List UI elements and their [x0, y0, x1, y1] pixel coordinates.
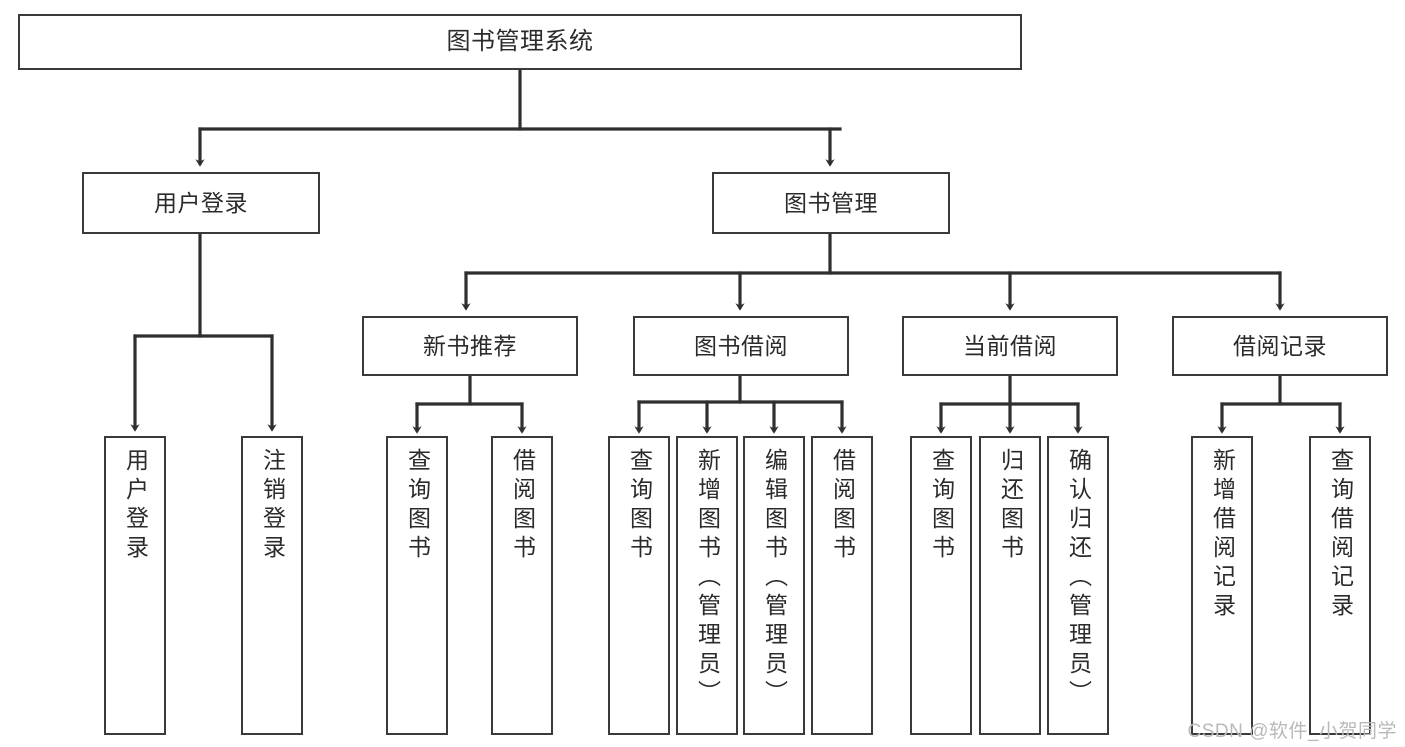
leaf-current-borrow-return-book[interactable]: 归还图书 — [979, 436, 1041, 735]
node-label: 编辑图书（管理员） — [761, 448, 788, 709]
node-label: 新增借阅记录 — [1209, 448, 1236, 622]
leaf-current-borrow-query-book[interactable]: 查询图书 — [910, 436, 972, 735]
leaf-user-login-login[interactable]: 用户登录 — [104, 436, 166, 735]
node-label: 图书借阅 — [694, 332, 788, 359]
node-book-management[interactable]: 图书管理 — [712, 172, 950, 234]
leaf-book-borrow-add-book-admin[interactable]: 新增图书（管理员） — [676, 436, 738, 735]
node-label: 借阅记录 — [1233, 332, 1327, 359]
node-label: 查询借阅记录 — [1327, 448, 1354, 622]
leaf-borrow-record-add-record[interactable]: 新增借阅记录 — [1191, 436, 1253, 735]
node-label: 借阅图书 — [829, 448, 856, 564]
leaf-borrow-record-query-record[interactable]: 查询借阅记录 — [1309, 436, 1371, 735]
leaf-user-login-logout[interactable]: 注销登录 — [241, 436, 303, 735]
node-label: 借阅图书 — [509, 448, 536, 564]
node-label: 图书管理 — [784, 189, 878, 216]
leaf-book-borrow-edit-book-admin[interactable]: 编辑图书（管理员） — [743, 436, 805, 735]
node-label: 查询图书 — [626, 448, 653, 564]
node-new-book-recommend[interactable]: 新书推荐 — [362, 316, 578, 376]
node-label: 确认归还（管理员） — [1065, 448, 1092, 709]
node-borrow-record[interactable]: 借阅记录 — [1172, 316, 1388, 376]
node-label: 新增图书（管理员） — [694, 448, 721, 709]
node-label: 查询图书 — [404, 448, 431, 564]
node-label: 归还图书 — [997, 448, 1024, 564]
node-label: 当前借阅 — [963, 332, 1057, 359]
node-label: 图书管理系统 — [446, 28, 594, 56]
node-root-book-management-system[interactable]: 图书管理系统 — [18, 14, 1022, 70]
node-user-login[interactable]: 用户登录 — [82, 172, 320, 234]
leaf-new-book-query-book[interactable]: 查询图书 — [386, 436, 448, 735]
leaf-book-borrow-borrow-book[interactable]: 借阅图书 — [811, 436, 873, 735]
node-label: 新书推荐 — [423, 332, 517, 359]
node-current-borrow[interactable]: 当前借阅 — [902, 316, 1118, 376]
node-label: 用户登录 — [154, 189, 248, 216]
leaf-book-borrow-query-book[interactable]: 查询图书 — [608, 436, 670, 735]
node-label: 查询图书 — [928, 448, 955, 564]
node-label: 用户登录 — [122, 448, 149, 564]
leaf-current-borrow-confirm-return-admin[interactable]: 确认归还（管理员） — [1047, 436, 1109, 735]
leaf-new-book-borrow-book[interactable]: 借阅图书 — [491, 436, 553, 735]
node-label: 注销登录 — [259, 448, 286, 564]
node-book-borrow[interactable]: 图书借阅 — [633, 316, 849, 376]
watermark-text: CSDN @软件_小贺同学 — [1187, 721, 1397, 742]
